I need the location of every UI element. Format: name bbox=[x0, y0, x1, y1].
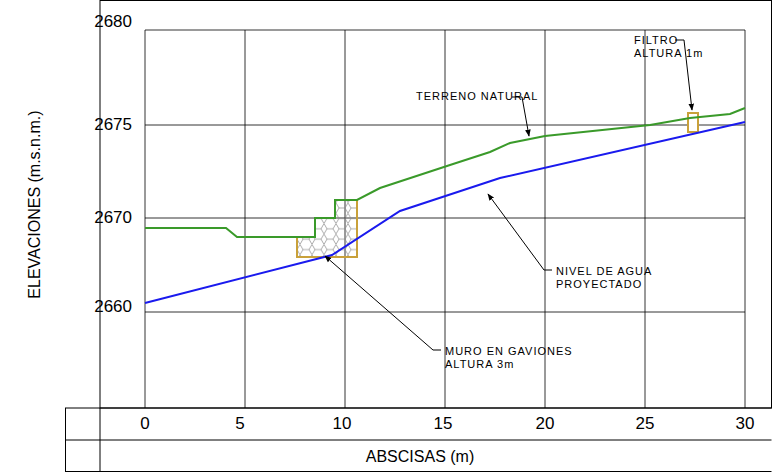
water-level-line bbox=[145, 122, 745, 303]
axis-tick: 0 bbox=[140, 414, 149, 434]
axis-tick: 5 bbox=[235, 414, 244, 434]
axis-tick: 2675 bbox=[94, 115, 132, 135]
axis-tick: 15 bbox=[434, 414, 453, 434]
gabion-wall bbox=[297, 200, 357, 257]
callout-label: FILTRO ALTURA 1m bbox=[634, 34, 714, 60]
callout-label: NIVEL DE AGUA PROYECTADO bbox=[556, 265, 674, 291]
callout-label: MURO EN GAVIONES ALTURA 3m bbox=[445, 345, 585, 371]
axis-tick: 30 bbox=[736, 414, 755, 434]
terrain-line bbox=[145, 108, 745, 237]
axis-title: ELEVACIONES (m.s.n.m.) bbox=[24, 111, 43, 299]
frame bbox=[65, 1, 772, 472]
axis-tick: 2680 bbox=[94, 12, 132, 32]
axis-tick: 2670 bbox=[94, 208, 132, 228]
callout-label: TERRENO NATURAL bbox=[416, 90, 538, 103]
axis-tick: 20 bbox=[536, 414, 555, 434]
filter bbox=[688, 113, 698, 132]
leader-lines bbox=[325, 40, 692, 350]
axis-tick: 2660 bbox=[94, 297, 132, 317]
axis-tick: 10 bbox=[333, 414, 352, 434]
grid bbox=[145, 30, 745, 408]
axis-title: ABSCISAS (m) bbox=[366, 447, 474, 466]
axis-tick: 25 bbox=[636, 414, 655, 434]
